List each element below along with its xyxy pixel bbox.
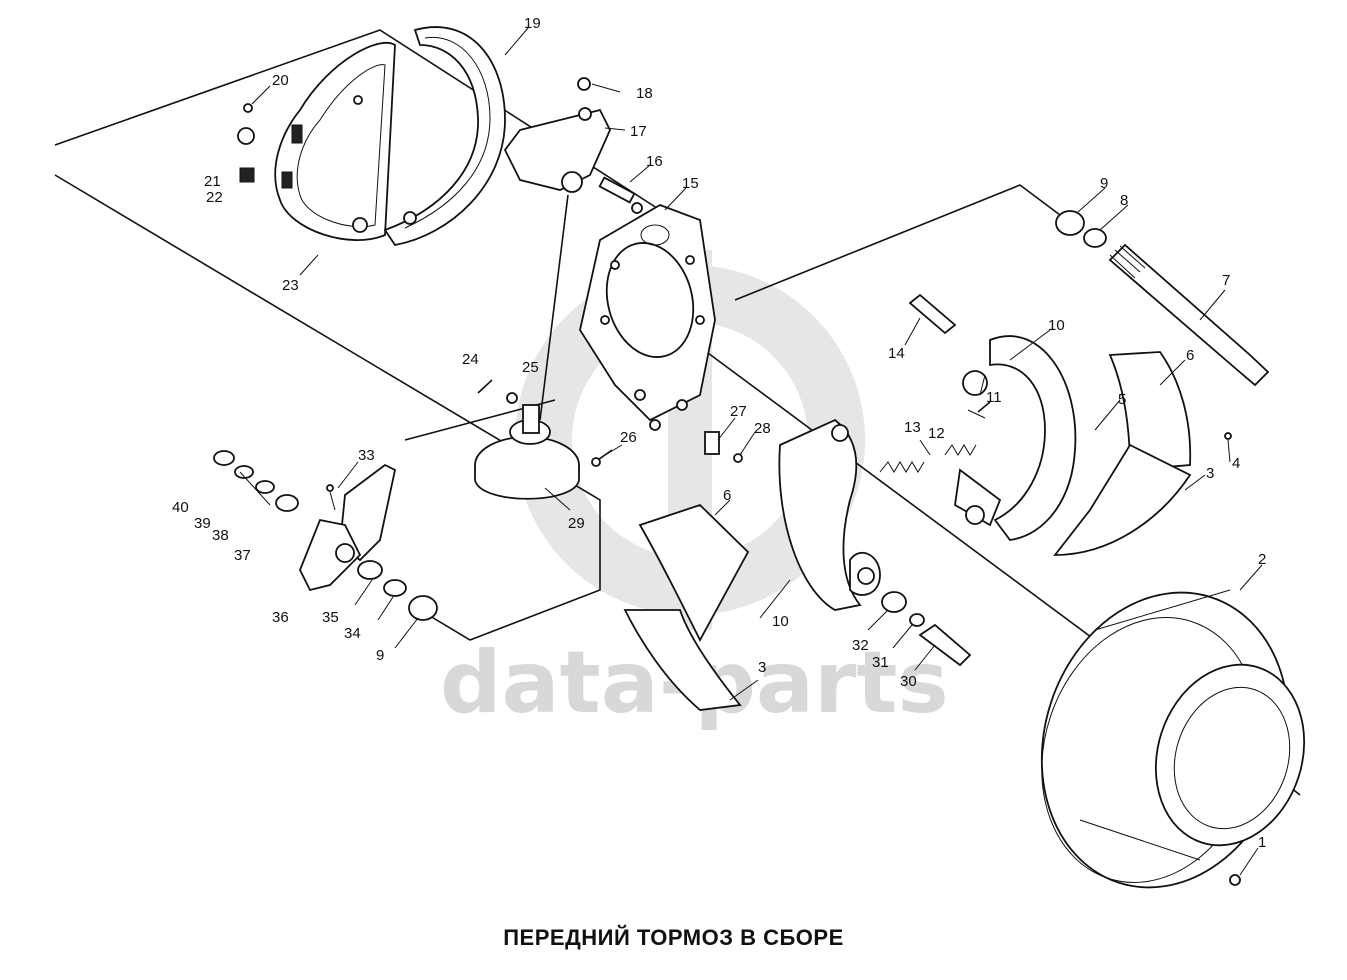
rivet-4 xyxy=(1224,432,1232,440)
lining-6-right xyxy=(1108,351,1192,471)
bushing-9-lower xyxy=(408,595,438,621)
label-30: 30 xyxy=(900,673,917,690)
label-14: 14 xyxy=(888,345,905,362)
label-20: 20 xyxy=(272,72,289,89)
washer-31 xyxy=(909,613,925,627)
bolt-1 xyxy=(1229,874,1241,886)
label-10-lower: 10 xyxy=(772,613,789,630)
ring-8 xyxy=(1083,228,1107,248)
label-13: 13 xyxy=(904,419,921,436)
label-9-upper: 9 xyxy=(1100,175,1108,192)
label-37: 37 xyxy=(234,547,251,564)
brake-drum-2 xyxy=(1040,589,1306,889)
label-3-right: 3 xyxy=(1206,465,1214,482)
label-36: 36 xyxy=(272,609,289,626)
lining-3-right xyxy=(1053,443,1192,556)
label-12: 12 xyxy=(928,425,945,442)
brake-shoe-10-lower xyxy=(778,418,881,611)
label-39: 39 xyxy=(194,515,211,532)
label-23: 23 xyxy=(282,277,299,294)
dust-shield-23 xyxy=(274,41,396,241)
label-15: 15 xyxy=(682,175,699,192)
washer-25 xyxy=(506,392,518,404)
bolt-28 xyxy=(733,453,743,463)
label-1: 1 xyxy=(1258,834,1266,851)
label-35: 35 xyxy=(322,609,339,626)
washers-37-40 xyxy=(213,450,299,512)
label-6-right: 6 xyxy=(1186,347,1194,364)
seal-35 xyxy=(357,560,383,580)
label-8: 8 xyxy=(1120,192,1128,209)
label-34: 34 xyxy=(344,625,361,642)
bolt-16 xyxy=(598,176,643,214)
part-labels: 1 2 3 3 3 4 5 6 6 6 7 8 9 9 10 10 11 12 … xyxy=(172,15,1266,851)
spring-13 xyxy=(879,444,977,473)
label-31: 31 xyxy=(872,654,889,671)
brake-chamber-29 xyxy=(474,404,580,500)
label-17: 17 xyxy=(630,123,647,140)
label-28: 28 xyxy=(754,420,771,437)
ring-34 xyxy=(383,579,407,597)
roller-32 xyxy=(881,591,907,613)
lining-6-left xyxy=(638,503,750,642)
bushing-21 xyxy=(237,127,255,145)
label-10-upper: 10 xyxy=(1048,317,1065,334)
bushing-9-upper xyxy=(1055,210,1085,236)
label-24: 24 xyxy=(462,351,479,368)
nut-18 xyxy=(577,77,591,91)
label-40: 40 xyxy=(172,499,189,516)
backing-plate-19 xyxy=(352,26,506,246)
camshaft-7 xyxy=(1108,243,1270,387)
lining-3-left xyxy=(623,609,742,711)
label-27: 27 xyxy=(730,403,747,420)
label-5: 5 xyxy=(1118,391,1126,408)
spider-15 xyxy=(579,204,716,431)
bracket-36 xyxy=(299,518,362,592)
label-6-left: 6 xyxy=(723,487,731,504)
label-21: 21 xyxy=(204,173,221,190)
pin-11 xyxy=(977,401,991,413)
pin-30 xyxy=(918,623,972,667)
label-16: 16 xyxy=(646,153,663,170)
label-4: 4 xyxy=(1232,455,1240,472)
label-33: 33 xyxy=(358,447,375,464)
label-19: 19 xyxy=(524,15,541,32)
label-2: 2 xyxy=(1258,551,1266,568)
label-11: 11 xyxy=(986,389,1002,406)
label-26: 26 xyxy=(620,429,637,446)
clip-22 xyxy=(239,167,255,183)
bracket-17 xyxy=(503,107,611,193)
label-9-lower: 9 xyxy=(376,647,384,664)
label-29: 29 xyxy=(568,515,585,532)
label-22: 22 xyxy=(206,189,223,206)
label-32: 32 xyxy=(852,637,869,654)
diagram-caption: ПЕРЕДНИЙ ТОРМОЗ В СБОРЕ xyxy=(503,925,844,950)
label-38: 38 xyxy=(212,527,229,544)
plate-27 xyxy=(704,431,720,455)
leader-lines xyxy=(239,27,1263,876)
label-7: 7 xyxy=(1222,272,1230,289)
label-18: 18 xyxy=(636,85,653,102)
pin-14 xyxy=(908,293,957,335)
pin-24 xyxy=(477,379,493,394)
brake-shoe-10-upper xyxy=(954,335,1077,541)
label-25: 25 xyxy=(522,359,539,376)
bolt-20 xyxy=(243,103,253,113)
label-3-left: 3 xyxy=(758,659,766,676)
